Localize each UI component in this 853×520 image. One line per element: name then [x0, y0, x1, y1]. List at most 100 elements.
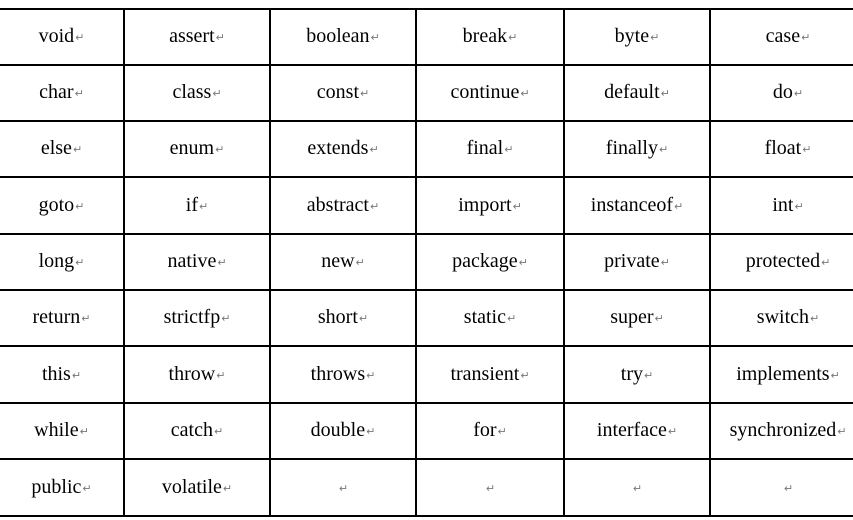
table-cell: else↵ — [0, 120, 125, 178]
table-cell: catch↵ — [123, 402, 271, 460]
paragraph-mark-icon: ↵ — [222, 481, 233, 495]
table-cell: for↵ — [415, 402, 565, 460]
table-cell: short↵ — [269, 289, 417, 347]
table-cell: int↵ — [709, 176, 853, 235]
keyword-text: for — [473, 419, 497, 441]
keyword-text: long — [38, 250, 75, 272]
keyword-text: protected — [745, 250, 821, 272]
paragraph-mark-icon: ↵ — [512, 199, 522, 213]
keyword-text: short — [317, 306, 358, 328]
keyword-text: break — [462, 25, 508, 47]
keyword-text: static — [463, 306, 506, 328]
paragraph-mark-icon: ↵ — [644, 368, 654, 382]
keyword-text: new — [321, 250, 355, 272]
keyword-text: continue — [450, 81, 520, 103]
paragraph-mark-icon: ↵ — [360, 87, 370, 100]
keyword-text: interface — [596, 419, 667, 441]
table-cell: interface↵ — [563, 402, 711, 460]
paragraph-mark-icon: ↵ — [518, 256, 528, 269]
keyword-text: byte — [614, 25, 650, 47]
table-cell: char↵ — [0, 64, 125, 122]
table-cell: boolean↵ — [269, 8, 417, 66]
paragraph-mark-icon: ↵ — [72, 143, 83, 156]
table-row: while↵catch↵double↵for↵interface↵synchro… — [0, 402, 853, 460]
paragraph-mark-icon: ↵ — [673, 199, 684, 213]
paragraph-mark-icon: ↵ — [660, 256, 670, 269]
paragraph-mark-icon: ↵ — [650, 31, 660, 44]
keyword-text: enum — [169, 137, 215, 159]
table-row: void↵assert↵boolean↵break↵byte↵case↵ — [0, 8, 853, 66]
table-cell: return↵ — [0, 289, 125, 347]
keyword-text: catch — [170, 419, 213, 441]
keyword-text: native — [167, 250, 217, 272]
table-row: else↵enum↵extends↵final↵finally↵float↵ — [0, 120, 853, 178]
java-keywords-table: void↵assert↵boolean↵break↵byte↵case↵char… — [0, 8, 853, 517]
paragraph-mark-icon: ↵ — [810, 312, 820, 325]
table-row: public↵volatile↵↵↵↵↵ — [0, 458, 853, 517]
table-cell: static↵ — [415, 289, 565, 347]
keyword-text: throw — [168, 362, 216, 385]
keyword-text: abstract — [306, 193, 369, 216]
keyword-text: default — [604, 81, 660, 103]
keyword-text: class — [172, 81, 212, 103]
paragraph-mark-icon: ↵ — [660, 87, 670, 100]
paragraph-mark-icon: ↵ — [497, 425, 507, 438]
keyword-text: this — [41, 362, 71, 385]
keyword-text: finally — [605, 137, 658, 159]
table-cell: default↵ — [563, 64, 711, 122]
paragraph-mark-icon: ↵ — [216, 368, 226, 382]
keyword-text: volatile — [161, 475, 222, 498]
table-cell: import↵ — [415, 176, 565, 235]
table-cell: extends↵ — [269, 120, 417, 178]
table-cell: implements↵ — [709, 345, 853, 404]
paragraph-mark-icon: ↵ — [215, 143, 225, 156]
table-cell: throws↵ — [269, 345, 417, 404]
keyword-text: import — [458, 193, 512, 216]
table-cell: while↵ — [0, 402, 125, 460]
paragraph-mark-icon: ↵ — [632, 481, 643, 495]
table-cell: instanceof↵ — [563, 176, 711, 235]
keyword-text: while — [34, 419, 79, 441]
paragraph-mark-icon: ↵ — [667, 425, 678, 438]
paragraph-mark-icon: ↵ — [801, 31, 811, 44]
keyword-text: int — [772, 193, 794, 216]
table-row: goto↵if↵abstract↵import↵instanceof↵int↵ — [0, 176, 853, 235]
table-cell: ↵ — [269, 458, 417, 517]
table-cell: this↵ — [0, 345, 125, 404]
table-cell: ↵ — [415, 458, 565, 517]
table-row: return↵strictfp↵short↵static↵super↵switc… — [0, 289, 853, 347]
keyword-text: strictfp — [163, 306, 221, 328]
paragraph-mark-icon: ↵ — [75, 256, 85, 269]
keyword-text: void — [38, 25, 75, 47]
table-cell: case↵ — [709, 8, 853, 66]
keyword-text: extends — [307, 137, 369, 159]
table-cell: double↵ — [269, 402, 417, 460]
table-cell: break↵ — [415, 8, 565, 66]
keyword-text: switch — [756, 306, 809, 328]
paragraph-mark-icon: ↵ — [215, 31, 225, 44]
table-cell: strictfp↵ — [123, 289, 271, 347]
keyword-text: final — [466, 137, 504, 159]
paragraph-mark-icon: ↵ — [75, 31, 85, 44]
keyword-text: goto — [38, 193, 75, 216]
keyword-text: transient — [450, 362, 520, 385]
paragraph-mark-icon: ↵ — [81, 312, 91, 325]
table-row: this↵throw↵throws↵transient↵try↵implemen… — [0, 345, 853, 404]
table-cell: byte↵ — [563, 8, 711, 66]
table-cell: transient↵ — [415, 345, 565, 404]
paragraph-mark-icon: ↵ — [485, 481, 496, 495]
keyword-text: const — [316, 81, 359, 103]
table-cell: continue↵ — [415, 64, 565, 122]
table-cell: synchronized↵ — [709, 402, 853, 460]
table-cell: finally↵ — [563, 120, 711, 178]
keyword-text: else — [40, 137, 72, 159]
table-cell: assert↵ — [123, 8, 271, 66]
keyword-text: implements — [736, 362, 830, 385]
paragraph-mark-icon: ↵ — [82, 481, 92, 495]
keyword-text: instanceof — [590, 193, 673, 216]
table-cell: throw↵ — [123, 345, 271, 404]
paragraph-mark-icon: ↵ — [355, 256, 365, 269]
paragraph-mark-icon: ↵ — [793, 87, 804, 100]
table-cell: final↵ — [415, 120, 565, 178]
table-cell: volatile↵ — [123, 458, 271, 517]
